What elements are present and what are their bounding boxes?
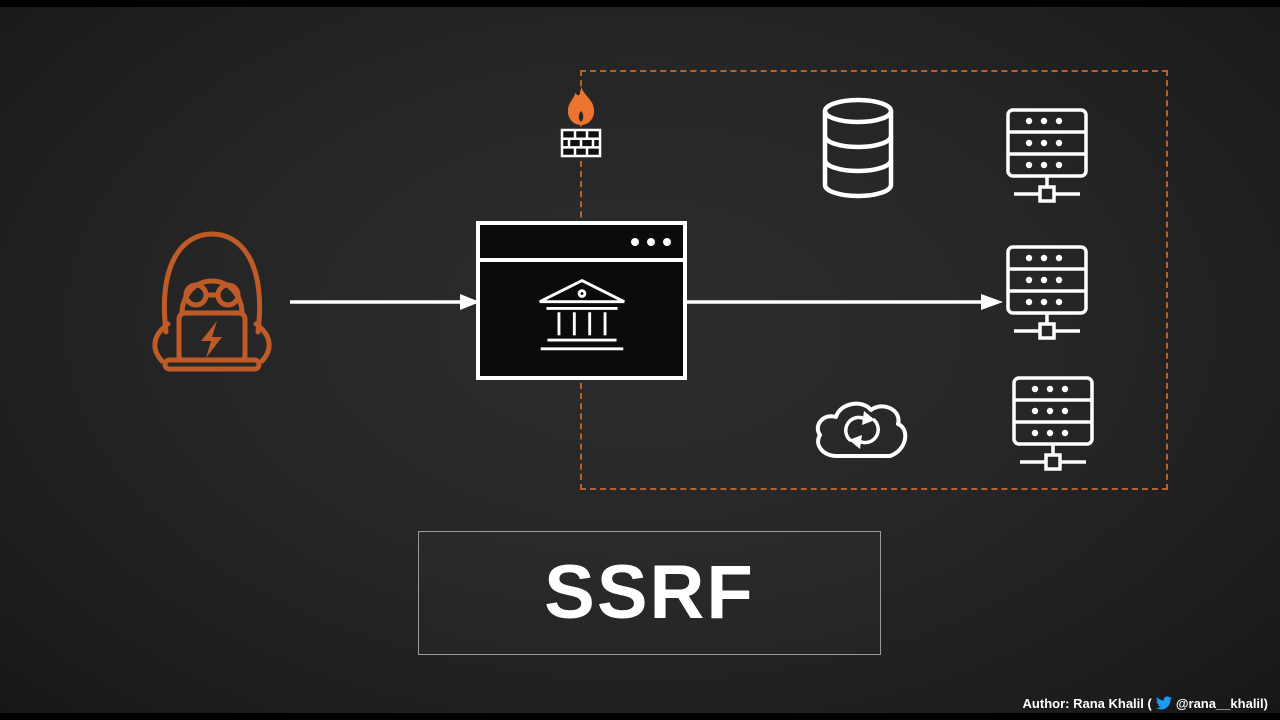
- lightning-bolt-icon: [201, 321, 222, 358]
- cloud-sync-icon: [810, 392, 914, 471]
- database-icon: [818, 96, 898, 205]
- page-title: SSRF: [544, 550, 755, 635]
- browser-content: [480, 262, 683, 376]
- title-banner: SSRF: [418, 531, 881, 655]
- author-credit: Author: Rana Khalil ( @rana__khalil): [1023, 695, 1268, 711]
- menu-dot-icon: [631, 237, 639, 246]
- author-handle: @rana__khalil): [1175, 695, 1268, 711]
- menu-dot-icon: [663, 237, 671, 246]
- internal-server-icon-1: [1002, 106, 1092, 211]
- request-arrow-attacker-to-app: [284, 290, 482, 319]
- web-app-browser-window: [476, 221, 687, 380]
- flame-icon: [567, 86, 595, 125]
- browser-menu-dots: [631, 237, 671, 246]
- attacker-hacker-icon: [132, 210, 292, 377]
- brick-wall-icon: [560, 128, 602, 158]
- letterbox-bottom: [0, 713, 1280, 720]
- internal-server-icon-2: [1002, 243, 1092, 348]
- letterbox-top: [0, 0, 1280, 7]
- browser-titlebar: [480, 225, 683, 262]
- twitter-icon: [1155, 696, 1172, 710]
- firewall-icon: [553, 84, 609, 163]
- internal-server-icon-3: [1008, 374, 1098, 479]
- bank-icon: [538, 278, 625, 351]
- menu-dot-icon: [647, 237, 655, 246]
- request-arrow-app-to-internal-server: [687, 290, 1005, 319]
- author-text: Author: Rana Khalil (: [1022, 695, 1152, 711]
